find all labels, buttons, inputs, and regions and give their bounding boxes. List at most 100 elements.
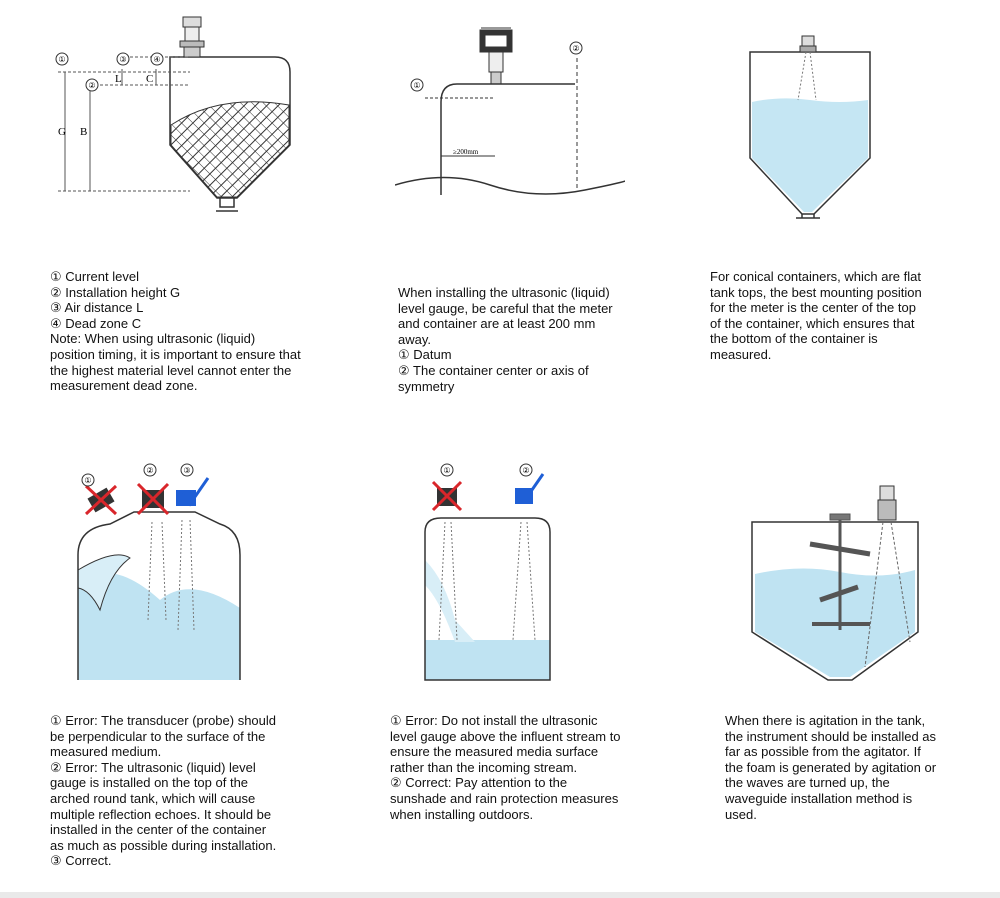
svg-text:①: ① [58, 55, 65, 64]
caption-line: when installing outdoors. [390, 806, 534, 822]
caption-line: ① Error: Do not install the ultrasonic [390, 713, 598, 728]
liquid-fill [752, 98, 868, 212]
caption-line: away. [398, 331, 431, 347]
svg-text:③: ③ [119, 55, 126, 64]
panel-4-diagram: ① ② ③ [77, 463, 241, 680]
panel-2-caption: When installing the ultrasonic (liquid)l… [398, 285, 668, 394]
caption-line: the instrument should be installed as [725, 728, 937, 744]
svg-text:③: ③ [183, 466, 190, 475]
caption-line: ② Installation height G [50, 284, 181, 300]
tank [424, 517, 551, 681]
sensor-1-wrong [84, 484, 118, 516]
panel-1-diagram: ① ② ③ ④ G B L C [55, 16, 291, 212]
callout-2: ② [85, 78, 99, 92]
level-sensor [877, 485, 897, 521]
caption-line: tank tops, the best mounting position [710, 284, 922, 300]
panel-6-caption: When there is agitation in the tank,the … [725, 713, 995, 822]
panel-6-diagram [751, 485, 919, 681]
callout-2: ② [143, 463, 157, 477]
caption-line: used. [725, 806, 757, 822]
svg-text:①: ① [443, 466, 450, 475]
caption-line: When there is agitation in the tank, [725, 713, 926, 728]
panel-5-diagram: ① ② [424, 463, 551, 681]
level-sensor [179, 16, 205, 58]
svg-text:①: ① [84, 476, 91, 485]
sensor-3-correct [176, 477, 210, 507]
callout-1: ① [440, 463, 454, 477]
caption-line: ④ Dead zone C [50, 315, 142, 331]
callout-1: ① [410, 78, 424, 92]
svg-text:②: ② [572, 44, 579, 53]
sensor-2-wrong [136, 482, 170, 516]
caption-line: gauge is installed on the top of the [50, 775, 249, 791]
callout-1: ① [81, 473, 95, 487]
caption-line: ① Datum [398, 347, 452, 363]
callout-3: ③ [180, 463, 194, 477]
caption-line: ③ Correct. [50, 853, 112, 869]
caption-line: ② The container center or axis of [398, 362, 589, 378]
caption-line: installed in the center of the container [50, 822, 267, 838]
callout-2: ② [569, 41, 583, 55]
level-sensor [479, 27, 513, 85]
level-sensor [799, 35, 817, 53]
caption-line: When installing the ultrasonic (liquid) [398, 285, 610, 300]
label-L: L [115, 73, 122, 85]
caption-line: the waves are turned up, the [725, 775, 890, 791]
caption-line: ③ Air distance L [50, 300, 144, 316]
inflow-stream [425, 560, 475, 642]
beam [797, 51, 817, 101]
caption-line: measured. [710, 346, 772, 362]
callout-2: ② [519, 463, 533, 477]
caption-line: measurement dead zone. [50, 378, 198, 394]
caption-line: level gauge, be careful that the meter [398, 300, 613, 316]
svg-text:②: ② [522, 466, 529, 475]
caption-line: position timing, it is important to ensu… [50, 346, 301, 362]
callout-4: ④ [150, 52, 164, 66]
caption-line: the highest material level cannot enter … [50, 362, 292, 378]
caption-line: Note: When using ultrasonic (liquid) [50, 331, 256, 347]
material-fill [170, 101, 290, 198]
caption-line: as much as possible during installation. [50, 837, 277, 853]
label-G: G [58, 126, 66, 138]
panel-2-diagram: ≥200mm ① ② [395, 27, 625, 195]
sensor-2-correct [515, 473, 545, 504]
inflow-stream [77, 554, 131, 612]
callout-3: ③ [116, 52, 130, 66]
caption-line: multiple reflection echoes. It should be [50, 806, 272, 822]
label-B: B [80, 126, 87, 138]
caption-line: far as possible from the agitator. If [725, 744, 921, 760]
liquid-fill [78, 573, 240, 680]
caption-line: the foam is generated by agitation or [725, 759, 937, 775]
callout-1: ① [55, 52, 69, 66]
svg-text:②: ② [146, 466, 153, 475]
caption-line: ① Error: The transducer (probe) should [50, 713, 277, 728]
caption-line: waveguide installation method is [725, 790, 913, 806]
caption-line: For conical containers, which are flat [710, 269, 921, 284]
sensor-1-wrong [431, 480, 463, 512]
caption-line: ② Error: The ultrasonic (liquid) level [50, 759, 256, 775]
container-top [395, 83, 625, 195]
caption-line: ② Correct: Pay attention to the [390, 775, 568, 791]
caption-line: and container are at least 200 mm [398, 316, 596, 332]
caption-line: ① Current level [50, 269, 139, 284]
waveguide [864, 521, 911, 668]
conical-tank [169, 56, 291, 199]
panel-3-diagram [749, 35, 871, 219]
caption-line: symmetry [398, 378, 455, 394]
caption-line: for the meter is the center of the top [710, 300, 916, 316]
liquid-fill [425, 640, 550, 680]
tank-outlet [216, 198, 238, 212]
caption-line: level gauge above the influent stream to [390, 728, 621, 744]
bottom-strip [0, 892, 1000, 898]
label-C: C [146, 73, 153, 85]
caption-line: of the container, which ensures that [710, 315, 915, 331]
caption-line: arched round tank, which will cause [50, 790, 256, 806]
caption-line: rather than the incoming stream. [390, 759, 578, 775]
distance-label: ≥200mm [453, 148, 479, 156]
caption-line: ensure the measured media surface [390, 744, 599, 760]
caption-line: the bottom of the container is [710, 331, 878, 347]
